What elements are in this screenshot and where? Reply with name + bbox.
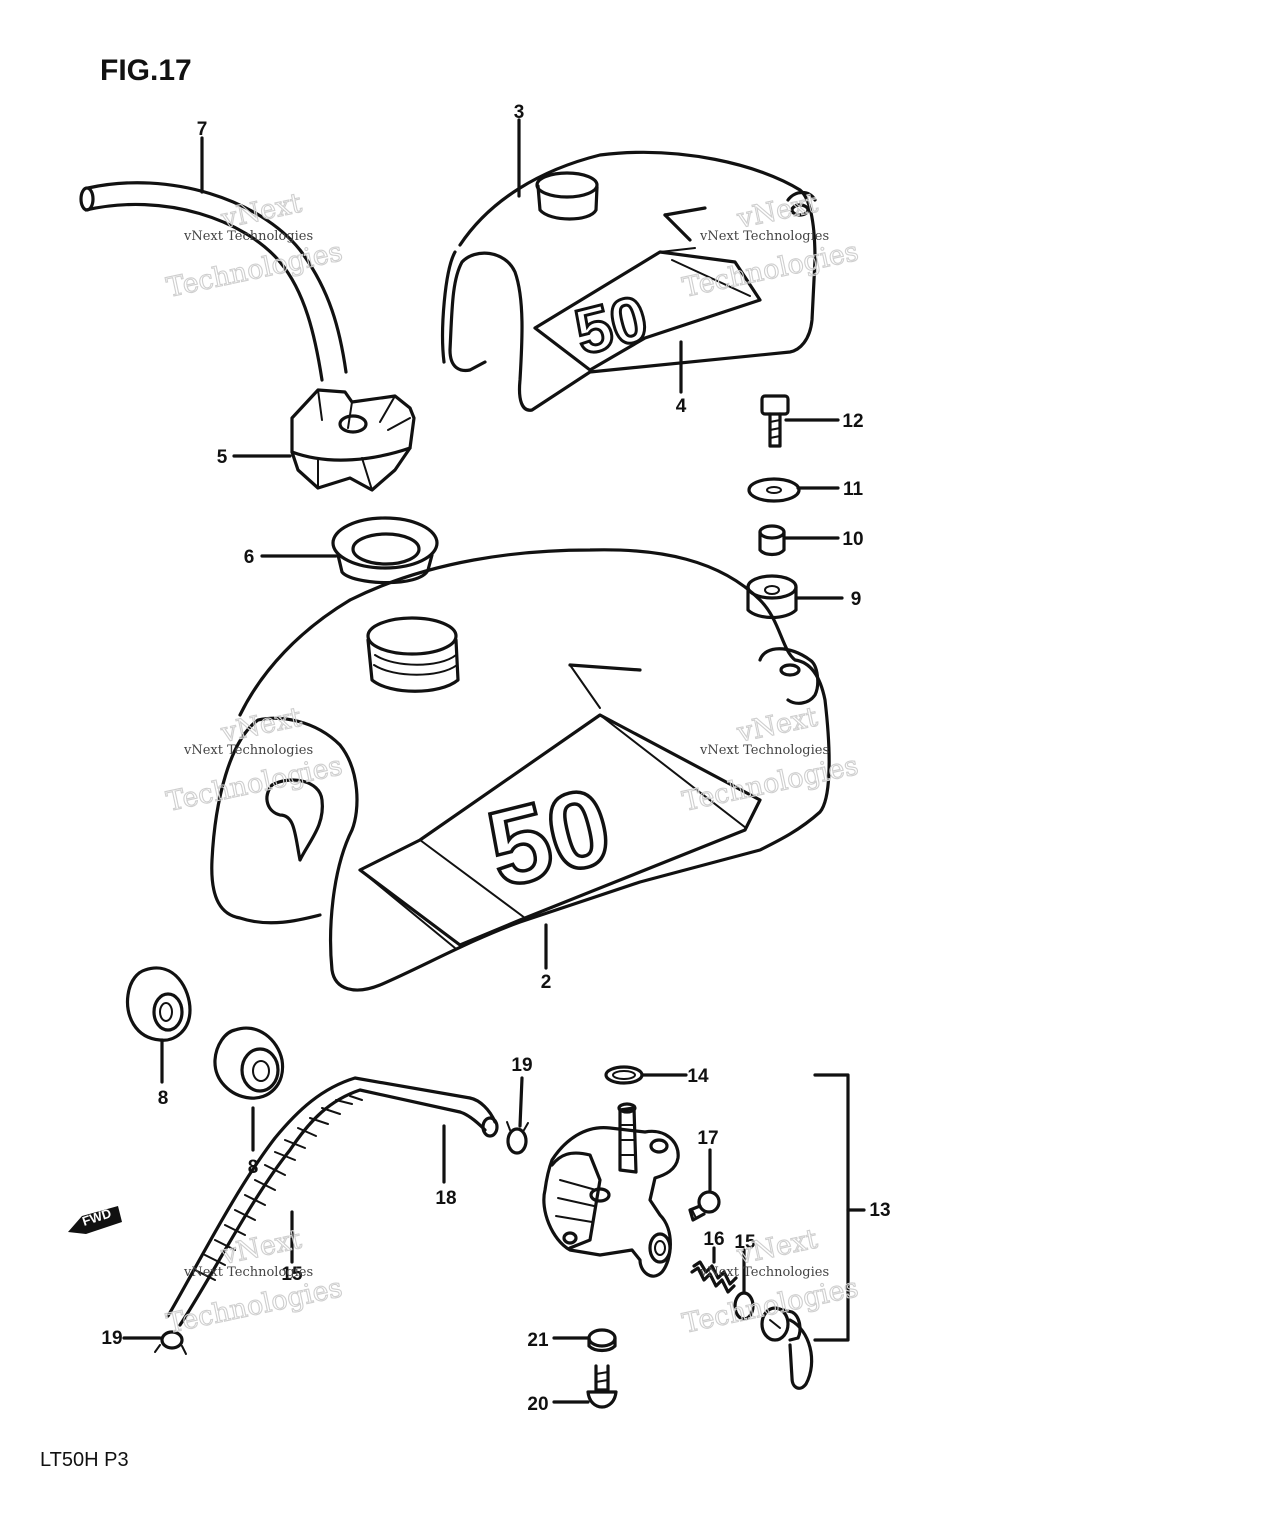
svg-text:50: 50 xyxy=(568,282,654,369)
svg-text:Technologies: Technologies xyxy=(164,1272,345,1339)
part-14-o-ring xyxy=(604,1065,644,1085)
callout-5: 5 xyxy=(217,447,228,468)
part-8-cushion-right xyxy=(213,1026,285,1100)
part-19-clip-upper xyxy=(506,1121,529,1155)
callout-15-left: 15 xyxy=(281,1264,303,1285)
svg-text:Technologies: Technologies xyxy=(680,236,861,303)
svg-text:Technologies: Technologies xyxy=(680,750,861,817)
forward-arrow: FWD xyxy=(68,1205,122,1234)
svg-text:vNext Technologies: vNext Technologies xyxy=(183,1265,313,1280)
part-3-tank-cover xyxy=(441,150,817,412)
callout-11: 11 xyxy=(843,479,864,500)
callout-19-lower: 19 xyxy=(101,1328,122,1349)
figure-title: FIG.17 xyxy=(100,54,192,87)
leader-lines xyxy=(122,118,866,1404)
callout-7: 7 xyxy=(197,119,208,140)
part-5-fuel-cap xyxy=(290,388,416,492)
callout-17: 17 xyxy=(697,1128,718,1149)
svg-text:vNext: vNext xyxy=(734,188,821,235)
part-20-screw xyxy=(586,1364,618,1409)
callout-3: 3 xyxy=(514,102,525,123)
svg-text:vNext Technologies: vNext Technologies xyxy=(699,743,829,758)
callout-8-left: 8 xyxy=(158,1088,169,1109)
watermark-2: Technologies vNext vNext Technologies xyxy=(679,187,861,304)
callout-16: 16 xyxy=(703,1229,724,1250)
svg-text:vNext: vNext xyxy=(734,702,821,749)
callout-18: 18 xyxy=(435,1188,456,1209)
svg-text:Technologies: Technologies xyxy=(164,236,345,303)
assembly-13-bracket xyxy=(813,1073,850,1342)
callout-15-right: 15 xyxy=(734,1232,756,1253)
svg-text:vNext Technologies: vNext Technologies xyxy=(183,229,313,244)
watermark-4: Technologies vNext vNext Technologies xyxy=(679,701,861,818)
svg-text:vNext: vNext xyxy=(734,1224,821,1271)
callout-8-right: 8 xyxy=(248,1157,259,1178)
part-7-breather-hose xyxy=(79,181,348,382)
callout-14: 14 xyxy=(687,1066,709,1087)
part-2-fuel-tank xyxy=(210,548,831,992)
svg-text:vNext Technologies: vNext Technologies xyxy=(183,743,313,758)
part-16-spring xyxy=(690,1260,738,1294)
part-19-clip-lower xyxy=(154,1330,187,1355)
svg-text:vNext Technologies: vNext Technologies xyxy=(699,1265,829,1280)
svg-text:vNext Technologies: vNext Technologies xyxy=(699,229,829,244)
callout-numbers: 7 3 4 5 6 12 11 10 9 2 8 8 19 14 17 18 1… xyxy=(101,102,890,1415)
part-11-washer xyxy=(747,477,801,503)
svg-text:Technologies: Technologies xyxy=(680,1272,861,1339)
part-17-screw xyxy=(688,1190,721,1222)
callout-20: 20 xyxy=(527,1394,548,1415)
part-15-fuel-hose xyxy=(166,1076,499,1327)
callout-10: 10 xyxy=(842,529,863,550)
callout-21: 21 xyxy=(527,1330,549,1351)
part-10-collar xyxy=(758,524,786,557)
part-2-tank-emblem: 50 xyxy=(358,713,762,949)
callout-4: 4 xyxy=(676,396,687,417)
figure-footer: LT50H P3 xyxy=(40,1449,129,1471)
svg-text:Technologies: Technologies xyxy=(164,750,345,817)
part-8-cushion-left xyxy=(125,966,192,1042)
watermark-1: Technologies vNext vNext Technologies xyxy=(163,187,345,304)
part-12-bolt xyxy=(760,394,790,448)
callout-12: 12 xyxy=(842,411,863,432)
watermark-5: Technologies vNext vNext Technologies xyxy=(163,1223,345,1340)
callout-6: 6 xyxy=(244,547,255,568)
callout-13: 13 xyxy=(869,1200,890,1221)
part-21-washer xyxy=(587,1328,617,1353)
part-13-fuel-cock xyxy=(542,1102,680,1278)
fuel-cock-lever xyxy=(760,1306,814,1390)
watermark-3: Technologies vNext vNext Technologies xyxy=(163,701,345,818)
callout-19-upper: 19 xyxy=(511,1055,532,1076)
callout-2: 2 xyxy=(541,972,552,993)
callout-9: 9 xyxy=(851,589,862,610)
watermark-6: Technologies vNext vNext Technologies xyxy=(679,1223,861,1340)
part-9-grommet xyxy=(746,574,798,620)
